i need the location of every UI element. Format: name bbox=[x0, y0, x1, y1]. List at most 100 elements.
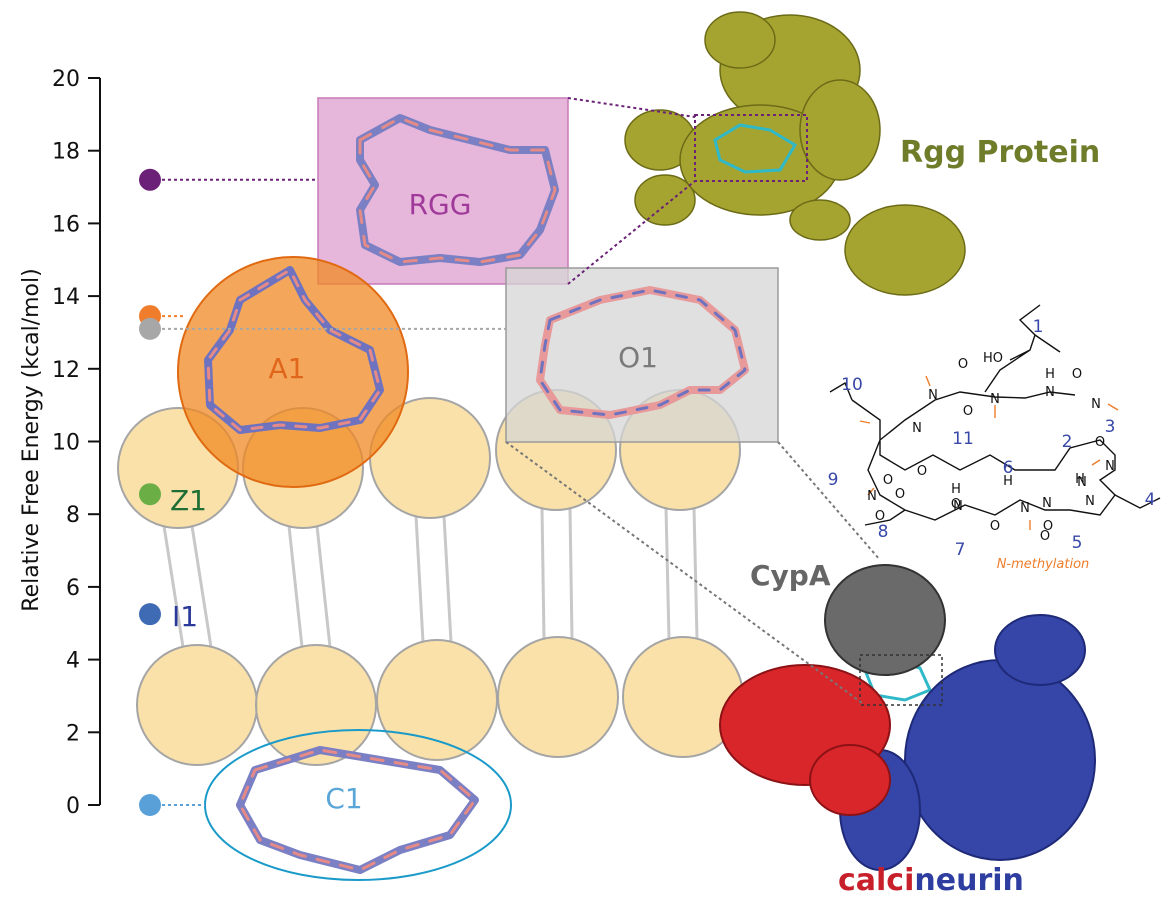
atom-label: N bbox=[1020, 501, 1030, 516]
peptide-rings bbox=[204, 114, 749, 874]
rgg-binding-site bbox=[694, 114, 808, 182]
n-methyl-mark bbox=[1091, 459, 1101, 466]
axis-tick-label: 8 bbox=[66, 503, 80, 528]
n-methyl-mark bbox=[1107, 403, 1119, 411]
calci-label: calci bbox=[838, 863, 914, 898]
residue-number: 10 bbox=[841, 375, 863, 395]
axis-tick-label: 0 bbox=[66, 794, 80, 819]
n-methylation-label: N-methylation bbox=[997, 557, 1090, 572]
residue-number: 9 bbox=[828, 470, 839, 490]
sphere-tail bbox=[315, 525, 332, 648]
atom-label: N bbox=[1042, 496, 1052, 511]
state-marker-c1 bbox=[139, 794, 161, 816]
z1-label: Z1 bbox=[170, 484, 207, 517]
o1-box bbox=[505, 267, 779, 443]
atom-label: H bbox=[951, 482, 961, 497]
atom-label: O bbox=[990, 519, 1000, 534]
atom-label: O bbox=[1095, 435, 1105, 450]
sphere-tail bbox=[287, 525, 304, 648]
n-methyl-mark bbox=[867, 487, 875, 496]
neurin-label: neurin bbox=[914, 863, 1024, 898]
sphere-tail bbox=[692, 507, 699, 640]
cyclosporin-structure bbox=[829, 304, 1161, 526]
calcineurin-structure bbox=[719, 564, 1096, 871]
rgg-protein-structure bbox=[624, 11, 966, 296]
atom-label: O bbox=[958, 357, 968, 372]
sphere-tail bbox=[540, 507, 546, 640]
axis-tick-label: 4 bbox=[66, 649, 80, 674]
sphere-tail bbox=[568, 507, 574, 640]
n-methyl-marks bbox=[859, 375, 1119, 530]
atom-label: H bbox=[1045, 367, 1055, 382]
cypa-label: CypA bbox=[750, 559, 831, 592]
atom-label: N bbox=[912, 421, 922, 436]
state-marker-z1 bbox=[139, 483, 161, 506]
state-marker-o1 bbox=[139, 317, 161, 340]
atom-label: H bbox=[1003, 474, 1013, 489]
atom-label: N bbox=[928, 388, 938, 403]
o1-label: O1 bbox=[618, 341, 658, 374]
sphere-tail bbox=[442, 515, 453, 643]
axis-tick-label: 14 bbox=[52, 285, 80, 310]
residue-number: 7 bbox=[955, 540, 966, 560]
i1-label: I1 bbox=[172, 600, 198, 633]
axis-tick-label: 18 bbox=[52, 140, 80, 165]
residue-number: 4 bbox=[1145, 490, 1156, 510]
rgg-peptide-highlight bbox=[358, 116, 557, 264]
axis-tick-label: 10 bbox=[52, 431, 80, 456]
lipid-sphere bbox=[497, 636, 619, 758]
atom-label: N bbox=[1045, 385, 1055, 400]
atom-label: O bbox=[1043, 519, 1053, 534]
atom-label: N bbox=[867, 489, 877, 504]
n-methyl-mark bbox=[859, 420, 871, 424]
calcineurin-label: calcineurin bbox=[838, 863, 1024, 898]
residue-number: 2 bbox=[1062, 432, 1073, 452]
c1-label: C1 bbox=[325, 782, 362, 815]
atom-label: N bbox=[1105, 459, 1115, 474]
atom-label: O bbox=[895, 487, 905, 502]
atom-label: N bbox=[990, 392, 1000, 407]
state-markers bbox=[139, 168, 506, 816]
atom-label: O bbox=[951, 497, 961, 512]
axis-tick-label: 16 bbox=[52, 212, 80, 237]
atom-label: O bbox=[963, 404, 973, 419]
n-methyl-mark bbox=[925, 375, 931, 387]
residue-number: 3 bbox=[1105, 417, 1116, 437]
sphere-tail bbox=[414, 515, 425, 643]
atom-label: O bbox=[1040, 529, 1050, 544]
o1-peptide-highlight bbox=[538, 288, 747, 417]
axis-title: Relative Free Energy (kcal/mol) bbox=[19, 268, 44, 611]
axis-tick-label: 12 bbox=[52, 358, 80, 383]
atom-label: N bbox=[1085, 494, 1095, 509]
state-marker-i1 bbox=[139, 603, 161, 626]
atom-label: HO bbox=[983, 351, 1003, 366]
axis-tick-label: 2 bbox=[66, 721, 80, 746]
axis-tick-label: 20 bbox=[52, 67, 80, 92]
a1-label: A1 bbox=[269, 352, 306, 385]
atom-label: O bbox=[883, 473, 893, 488]
axis-tick-label: 6 bbox=[66, 576, 80, 601]
atom-label: N bbox=[1091, 397, 1101, 412]
sphere-tail bbox=[664, 507, 671, 640]
residue-number: 11 bbox=[952, 429, 974, 449]
lipid-sphere bbox=[376, 639, 498, 761]
atom-label: O bbox=[1072, 367, 1082, 382]
sphere-tail bbox=[162, 525, 185, 648]
rgg-label: RGG bbox=[409, 188, 472, 221]
residue-number: 6 bbox=[1003, 458, 1014, 478]
atom-label: H bbox=[1075, 472, 1085, 487]
state-marker-rgg bbox=[139, 168, 161, 191]
residue-number: 1 bbox=[1033, 317, 1044, 337]
lipid-sphere bbox=[255, 644, 377, 766]
rgg-protein-label: Rgg Protein bbox=[900, 135, 1100, 170]
atom-label: O bbox=[875, 509, 885, 524]
atom-label: N bbox=[1077, 475, 1087, 490]
c1-peptide-highlight bbox=[238, 748, 477, 872]
atom-label: O bbox=[917, 464, 927, 479]
residue-number: 8 bbox=[878, 522, 889, 542]
a1-peptide-highlight bbox=[206, 268, 382, 432]
dotted-connectors bbox=[505, 97, 881, 704]
